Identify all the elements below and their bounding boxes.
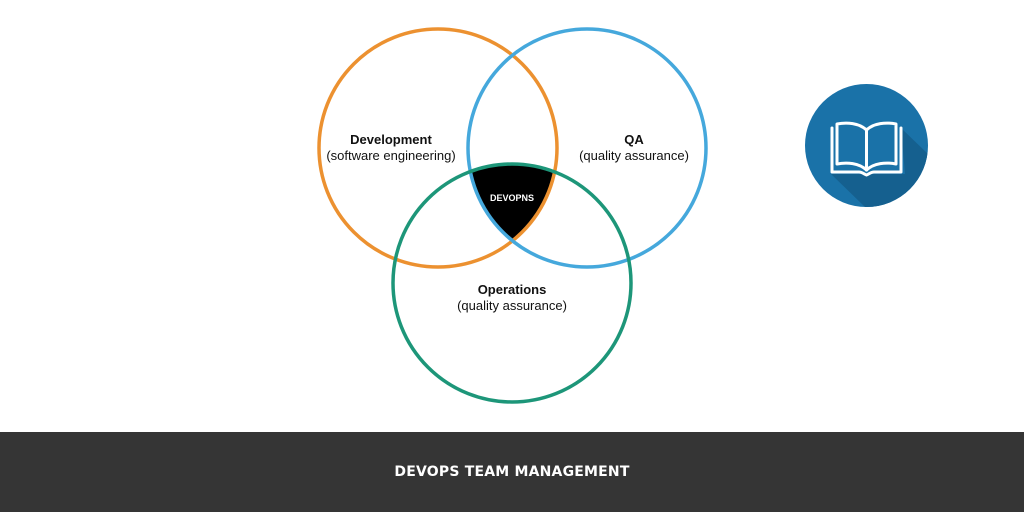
open-book-icon	[805, 84, 928, 207]
operations-subtitle: (quality assurance)	[457, 298, 567, 313]
footer-title: DEVOPS TEAM MANAGEMENT	[394, 464, 630, 480]
development-title: Development	[350, 132, 432, 147]
qa-title: QA	[624, 132, 644, 147]
footer-bar: DEVOPS TEAM MANAGEMENT	[0, 432, 1024, 512]
qa-subtitle: (quality assurance)	[579, 148, 689, 163]
venn-diagram: Development (software engineering) QA (q…	[317, 27, 708, 404]
development-subtitle: (software engineering)	[326, 148, 455, 163]
operations-title: Operations	[478, 282, 547, 297]
development-circle	[317, 27, 559, 269]
operations-circle	[391, 162, 633, 404]
qa-circle	[466, 27, 708, 269]
center-label: DEVOPNS	[490, 193, 534, 203]
book-badge	[805, 84, 928, 207]
